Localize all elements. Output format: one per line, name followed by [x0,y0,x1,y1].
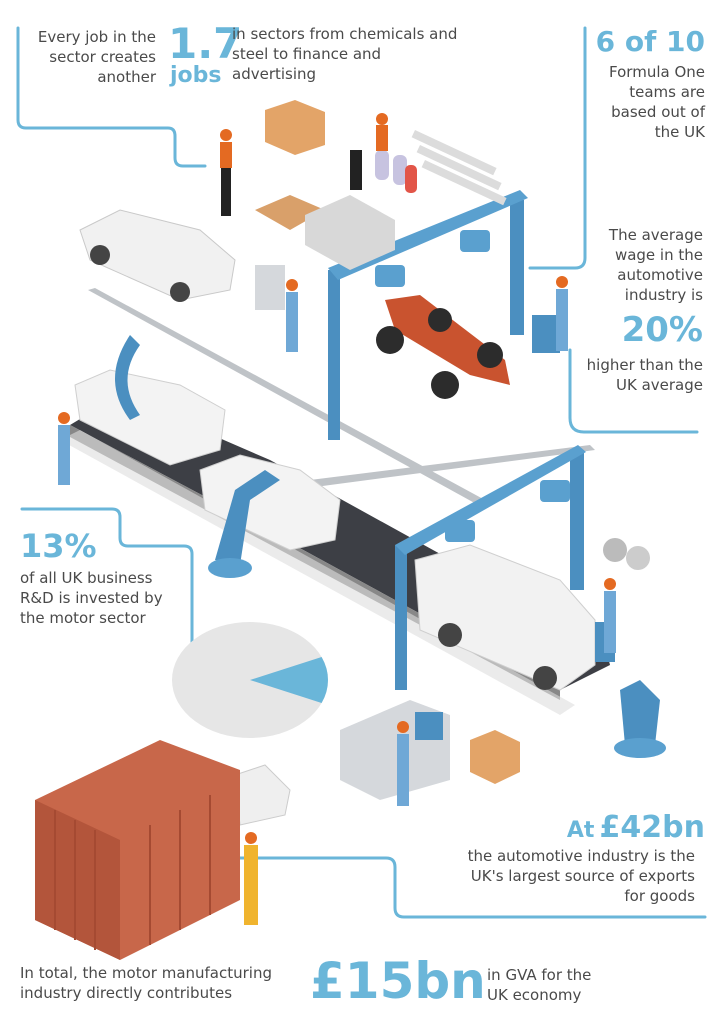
gva-trail-text: in GVA for the UK economy [487,966,592,1004]
robot-arms [115,230,666,758]
jobs-lead-text: Every job in the sector creates another [37,28,156,86]
formula-one-car [376,295,510,399]
gva-value: £15bn [310,952,486,1010]
wage-value: 20% [621,310,703,350]
rnd-text: of all UK business R&D is invested by th… [20,569,163,627]
workers [58,113,616,925]
materials [255,100,650,784]
connector-line-f1 [528,26,587,270]
machines [255,265,615,800]
jobs-value: 1.7 [168,19,243,68]
wage-lead-text: The average wage in the automotive indus… [608,226,703,304]
exports-heading: At £42bn [480,810,705,845]
jobs-trail-text: in sectors from chemicals and steel to f… [232,25,458,83]
connector-line-exports [180,856,707,919]
connector-line-wage [568,348,699,434]
jobs-unit: jobs [170,63,222,88]
exports-text: the automotive industry is the UK's larg… [467,847,695,905]
shipping-container [35,740,240,960]
connector-line-jobs [16,26,207,168]
rnd-value: 13% [20,527,97,565]
cars [74,209,596,826]
overhead-rail [88,288,485,506]
pie-slice-13-percent [250,656,328,704]
f1-value: 6 of 10 [595,25,705,58]
rnd-pie-chart [172,622,328,738]
wage-trail-text: higher than the UK average [586,356,703,394]
gva-lead-text: In total, the motor manufacturing indust… [20,964,272,1002]
exports-prefix: At [566,818,595,843]
f1-text: Formula One teams are based out of the U… [609,63,705,141]
exports-value: £42bn [599,810,705,845]
